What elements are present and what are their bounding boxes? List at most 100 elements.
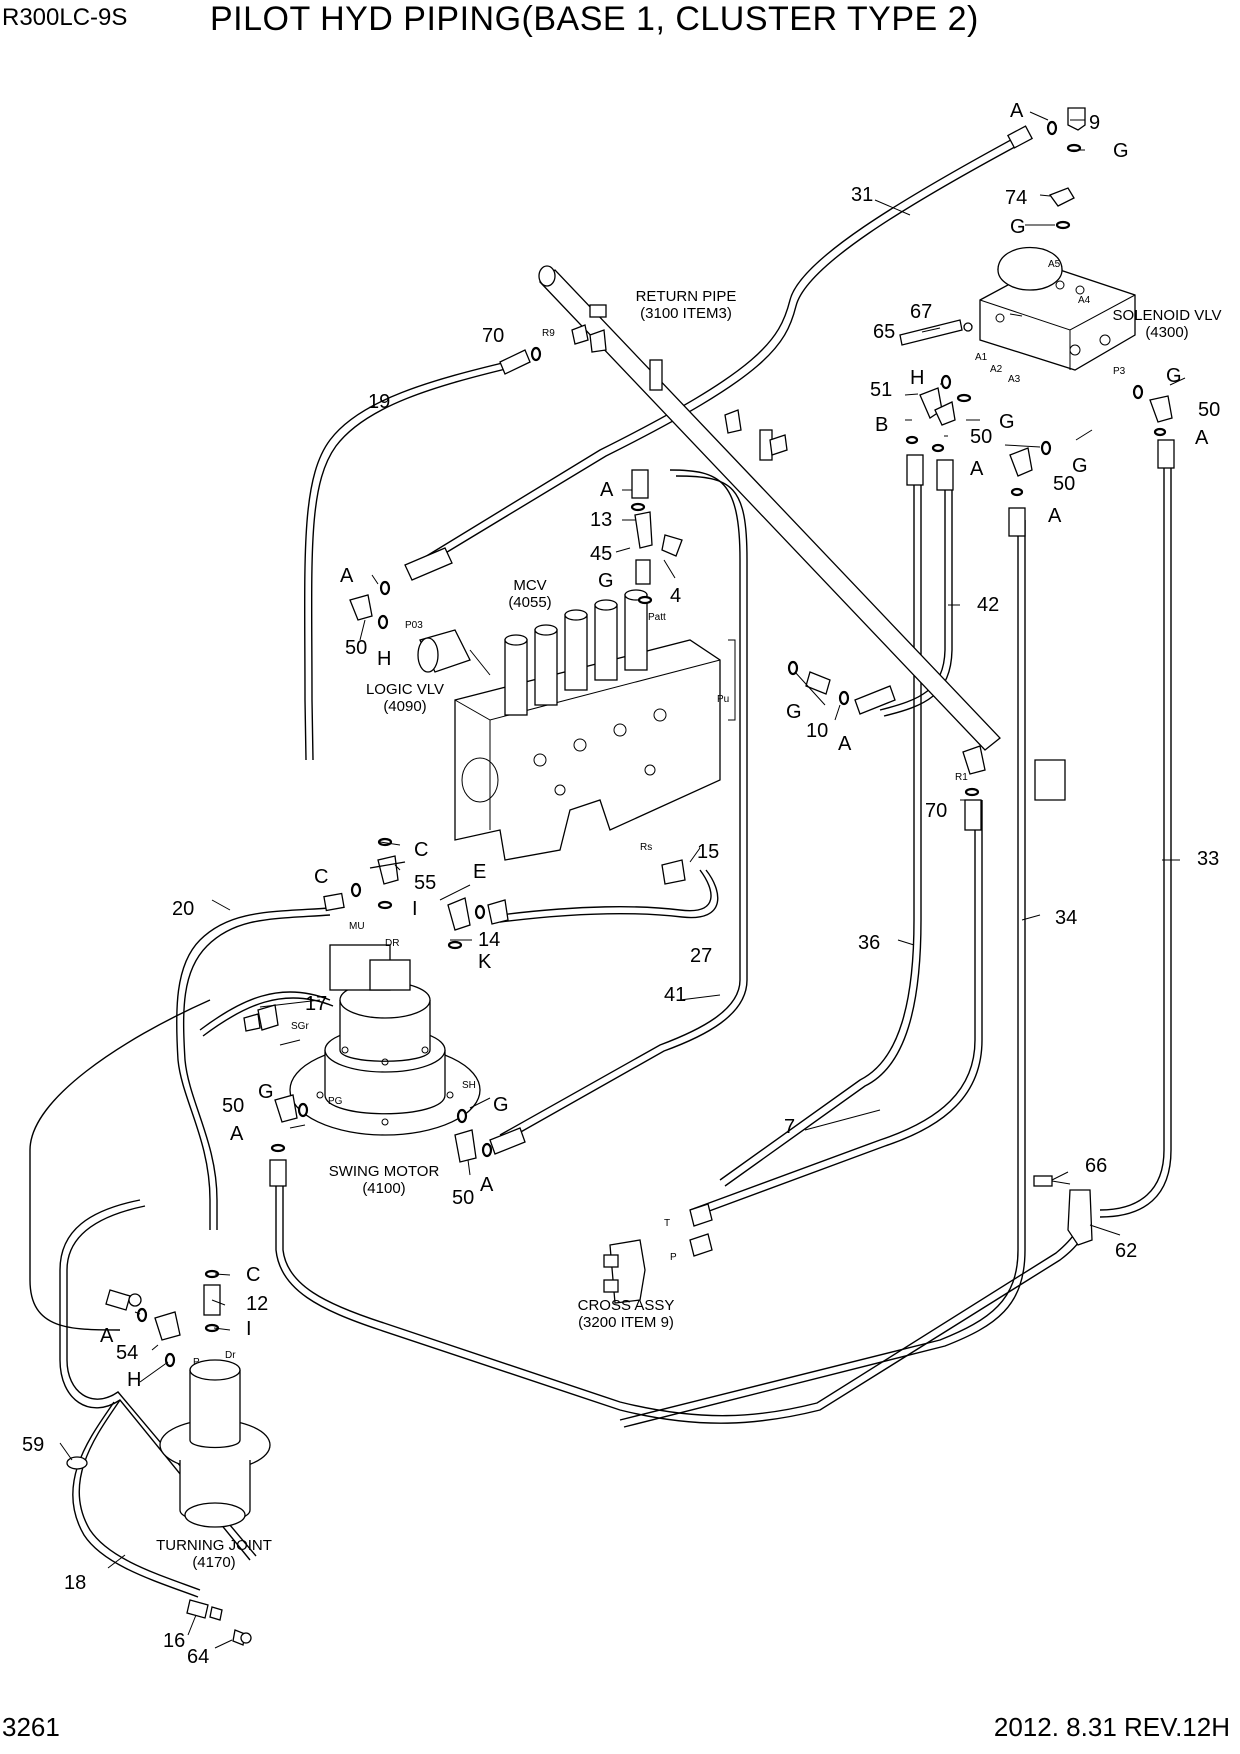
- callout: 62: [1115, 1240, 1137, 1262]
- callout: 50: [452, 1187, 474, 1209]
- port-p: P: [670, 1252, 677, 1263]
- port-pg: PG: [328, 1096, 343, 1107]
- turning-joint-label: TURNING JOINT: [156, 1537, 272, 1554]
- leader-lines: [59, 111, 1186, 1649]
- port-a3: A3: [1008, 374, 1021, 385]
- callout: 67: [910, 301, 932, 323]
- callout: G: [1166, 365, 1182, 387]
- callout: 42: [977, 594, 999, 616]
- cross-assy-ref: (3200 ITEM 9): [578, 1314, 674, 1331]
- fittings: [66, 107, 1175, 1646]
- callout: 16: [163, 1630, 185, 1652]
- callout: 13: [590, 509, 612, 531]
- port-p3: P3: [1113, 366, 1126, 377]
- return-pipe-ref: (3100 ITEM3): [640, 305, 732, 322]
- port-patt: Patt: [648, 612, 666, 623]
- port-a5: A5: [1048, 259, 1061, 270]
- page-title: PILOT HYD PIPING(BASE 1, CLUSTER TYPE 2): [210, 0, 979, 38]
- callout: K: [478, 951, 492, 973]
- mcv-label: MCV: [513, 577, 546, 594]
- callout: 50: [345, 637, 367, 659]
- callout: 31: [851, 184, 873, 206]
- bracket: [1033, 1175, 1093, 1246]
- callout: 17: [305, 993, 327, 1015]
- callout: 54: [116, 1342, 138, 1364]
- callout: A: [230, 1123, 244, 1145]
- cross-assy-label: CROSS ASSY: [578, 1297, 675, 1314]
- callout: 70: [925, 800, 947, 822]
- callout: 64: [187, 1646, 209, 1668]
- callout: 51: [870, 379, 892, 401]
- swing-motor-body: [289, 944, 481, 1136]
- callout: C: [246, 1264, 260, 1286]
- callout: 14: [478, 929, 500, 951]
- mcv-ref: (4055): [508, 594, 551, 611]
- callout: 4: [670, 585, 681, 607]
- callout: G: [1113, 140, 1129, 162]
- callout: 27: [690, 945, 712, 967]
- callout: 74: [1005, 187, 1027, 209]
- callout: 55: [414, 872, 436, 894]
- hose-lines: [29, 134, 1172, 1598]
- callout: I: [246, 1318, 252, 1340]
- callout: 50: [1198, 399, 1220, 421]
- port-r1: R1: [955, 772, 968, 783]
- port-dr: DR: [385, 938, 399, 949]
- callout: B: [875, 414, 888, 436]
- solenoid-valve-label: SOLENOID VLV: [1113, 307, 1222, 324]
- callout: A: [1048, 505, 1062, 527]
- callout: 59: [22, 1434, 44, 1456]
- port-t: T: [664, 1218, 670, 1229]
- page-number: 3261: [2, 1712, 60, 1742]
- callout: A: [1195, 427, 1209, 449]
- callout: C: [314, 866, 328, 888]
- callout: 19: [368, 391, 390, 413]
- callout: 12: [246, 1293, 268, 1315]
- logic-valve-label: LOGIC VLV: [366, 681, 444, 698]
- callout: A: [100, 1325, 114, 1347]
- callout: 7: [784, 1116, 795, 1138]
- callout: H: [377, 648, 391, 670]
- callout: H: [127, 1369, 141, 1391]
- callout: E: [473, 861, 486, 883]
- callout: G: [493, 1094, 509, 1116]
- port-a4: A4: [1078, 295, 1091, 306]
- logic-valve-ref: (4090): [383, 698, 426, 715]
- callout: 34: [1055, 907, 1077, 929]
- callout: 36: [858, 932, 880, 954]
- turning-joint-ref: (4170): [192, 1554, 235, 1571]
- port-p-turning: P: [193, 1357, 200, 1368]
- return-pipe: [538, 265, 1066, 801]
- port-sh: SH: [462, 1080, 476, 1091]
- revision-date: 2012. 8.31 REV.12H: [993, 1712, 1230, 1742]
- callout: A: [600, 479, 614, 501]
- solenoid-valve-body: [979, 246, 1136, 371]
- callouts: 9 A G 31 74 G 67 65 70 19 H 51 G 50 B A …: [22, 100, 1220, 1668]
- callout: 50: [222, 1095, 244, 1117]
- callout: A: [1010, 100, 1024, 122]
- callout: G: [1010, 216, 1026, 238]
- callout: A: [838, 733, 852, 755]
- callout: H: [910, 367, 924, 389]
- port-dr-turning: Dr: [225, 1350, 236, 1361]
- callout: G: [786, 701, 802, 723]
- port-r9: R9: [542, 328, 555, 339]
- callout: 50: [970, 426, 992, 448]
- swing-motor-label: SWING MOTOR: [329, 1163, 440, 1180]
- port-sgr: SGr: [291, 1021, 309, 1032]
- port-rs: Rs: [640, 842, 652, 853]
- port-mu: MU: [349, 921, 365, 932]
- callout: 10: [806, 720, 828, 742]
- callout: G: [258, 1081, 274, 1103]
- callout: 33: [1197, 848, 1219, 870]
- logic-valve-body: [417, 629, 491, 676]
- callout: 70: [482, 325, 504, 347]
- callout: 45: [590, 543, 612, 565]
- callout: 66: [1085, 1155, 1107, 1177]
- port-a2: A2: [990, 364, 1003, 375]
- port-pu: Pu: [717, 694, 729, 705]
- callout: G: [598, 570, 614, 592]
- port-labels: R9 A1 A2 A3 A4 A5 P3 P03 Patt Pu Rs R1 M…: [193, 259, 1126, 1368]
- component-labels: RETURN PIPE (3100 ITEM3) SOLENOID VLV (4…: [156, 288, 1221, 1571]
